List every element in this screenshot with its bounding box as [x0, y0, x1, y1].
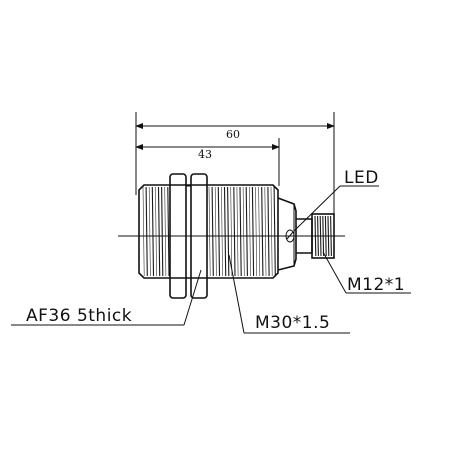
thread-line — [155, 186, 157, 277]
callout-body-thread: M30*1.5 — [228, 254, 350, 334]
nut-spec-label: AF36 5thick — [26, 306, 132, 326]
thread-line — [217, 186, 221, 277]
thread-line — [208, 186, 211, 277]
thread-line — [255, 186, 257, 277]
thread-line — [164, 186, 167, 277]
thread-line — [151, 186, 155, 277]
thread-line — [221, 186, 223, 277]
dimension-thread-length: 43 — [135, 138, 280, 186]
overall-length-label: 60 — [226, 128, 240, 141]
led-label: LED — [344, 168, 379, 188]
thread-line — [239, 186, 242, 277]
callout-connector-thread: M12*1 — [322, 251, 411, 295]
thread-line — [157, 186, 161, 277]
thread-line — [251, 186, 255, 277]
thread-line — [264, 186, 267, 277]
thread-line — [145, 186, 148, 277]
thread-line — [211, 186, 214, 277]
connector-thread-label: M12*1 — [347, 275, 405, 295]
thread-line — [142, 186, 145, 277]
thread-line — [236, 186, 239, 277]
thread-line — [227, 186, 230, 277]
thread-line — [233, 186, 236, 277]
thread-line — [161, 186, 164, 277]
dimension-overall-length: 60 — [135, 112, 335, 215]
thread-line — [273, 186, 276, 277]
thread-line — [270, 186, 273, 277]
callout-led: LED — [293, 168, 379, 232]
thread-line — [214, 186, 217, 277]
thread-line — [261, 186, 264, 277]
thread-line — [245, 186, 248, 277]
thread-line — [148, 186, 151, 277]
thread-line — [230, 186, 233, 277]
rear-housing — [277, 197, 297, 271]
thread-line — [223, 186, 227, 277]
threaded-body — [138, 184, 279, 279]
thread-line — [249, 186, 251, 277]
thread-line — [258, 186, 261, 277]
body-threads — [142, 186, 276, 277]
thread-line — [167, 186, 170, 277]
callout-nut: AF36 5thick — [11, 269, 202, 326]
thread-line — [242, 186, 245, 277]
body-thread-label: M30*1.5 — [255, 313, 330, 333]
thread-length-label: 43 — [198, 148, 212, 161]
thread-line — [267, 186, 270, 277]
